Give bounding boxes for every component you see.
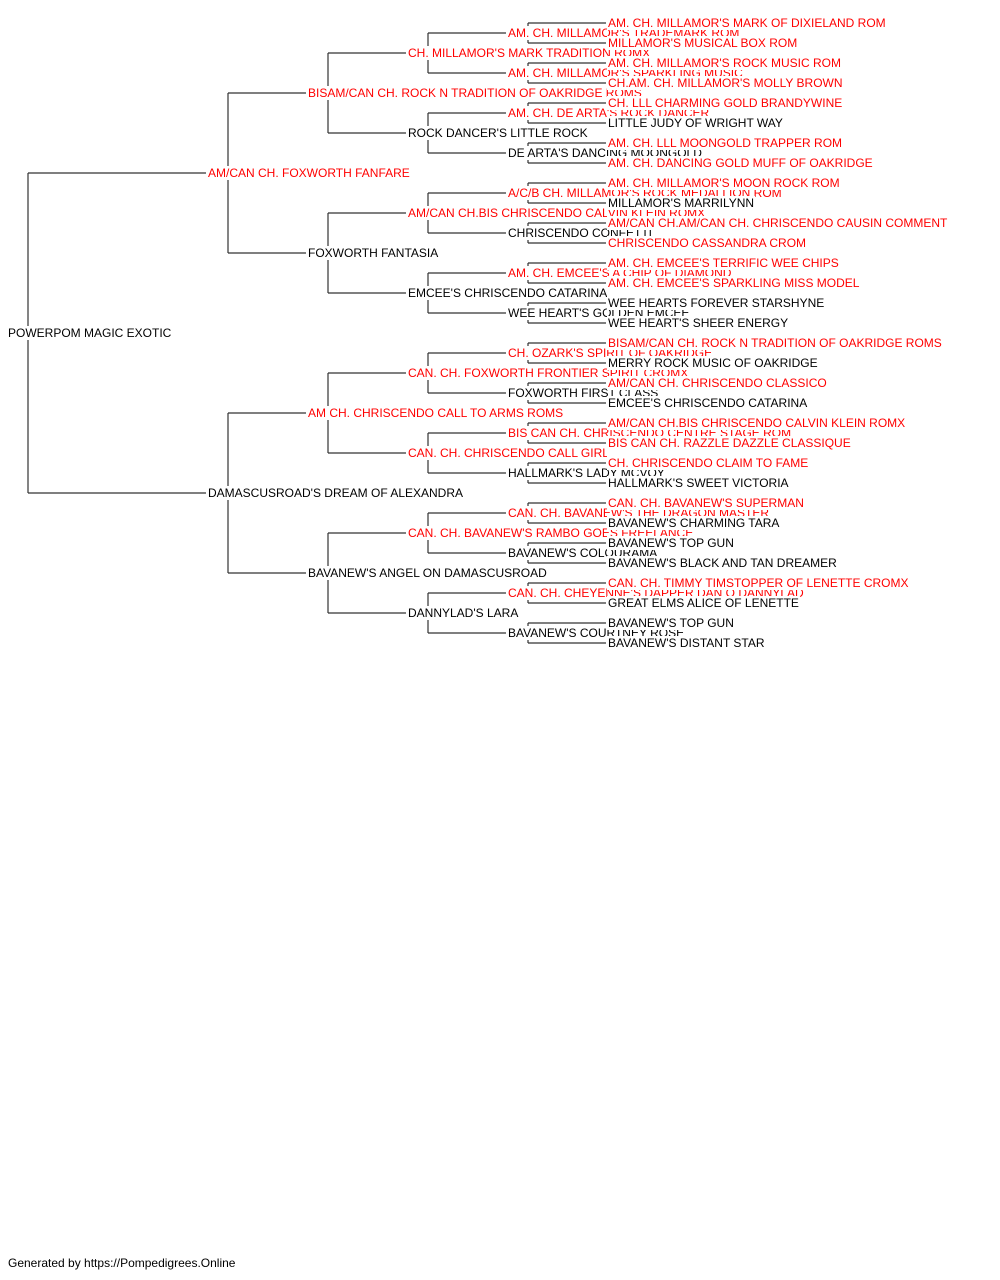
pedigree-name: CHRISCENDO CASSANDRA CROM: [608, 236, 806, 250]
pedigree-name: MILLAMOR'S MARRILYNN: [608, 196, 754, 210]
pedigree-name: WEE HEART'S SHEER ENERGY: [608, 316, 788, 330]
name-background: [607, 36, 799, 50]
name-background: [607, 356, 819, 370]
pedigree-name: AM. CH. EMCEE'S SPARKLING MISS MODEL: [608, 276, 860, 290]
name-background: [607, 376, 828, 390]
pedigree-name: CH. LLL CHARMING GOLD BRANDYWINE: [608, 96, 842, 110]
pedigree-name: POWERPOM MAGIC EXOTIC: [8, 326, 172, 340]
name-background: [607, 56, 842, 70]
name-background: [307, 406, 565, 420]
name-background: [407, 46, 652, 60]
name-background: [607, 496, 805, 510]
pedigree-name: AM/CAN CH. CHRISCENDO CLASSICO: [608, 376, 827, 390]
name-background: [307, 566, 549, 580]
pedigree-name: BAVANEW'S ANGEL ON DAMASCUSROAD: [308, 566, 547, 580]
pedigree-name: BIS CAN CH. RAZZLE DAZZLE CLASSIQUE: [608, 436, 851, 450]
name-background: [607, 316, 790, 330]
name-background: [607, 476, 790, 490]
pedigree-name: HALLMARK'S SWEET VICTORIA: [608, 476, 789, 490]
pedigree-name: BAVANEW'S DISTANT STAR: [608, 636, 765, 650]
pedigree-name: CAN. CH. CHRISCENDO CALL GIRL: [408, 446, 609, 460]
pedigree-name: AM/CAN CH. FOXWORTH FANFARE: [208, 166, 410, 180]
pedigree-name: BAVANEW'S TOP GUN: [608, 536, 734, 550]
name-background: [607, 116, 784, 130]
name-background: [207, 486, 465, 500]
pedigree-name: AM CH. CHRISCENDO CALL TO ARMS ROMS: [308, 406, 563, 420]
name-background: [607, 96, 844, 110]
name-background: [607, 176, 841, 190]
name-background: [607, 156, 874, 170]
name-background: [407, 286, 609, 300]
pedigree-name: EMCEE'S CHRISCENDO CATARINA: [408, 286, 607, 300]
name-background: [207, 166, 411, 180]
pedigree-name: GREAT ELMS ALICE OF LENETTE: [608, 596, 799, 610]
pedigree-name: AM. CH. LLL MOONGOLD TRAPPER ROM: [608, 136, 842, 150]
pedigree-name: DAMASCUSROAD'S DREAM OF ALEXANDRA: [208, 486, 463, 500]
pedigree-name: CH. CHRISCENDO CLAIM TO FAME: [608, 456, 808, 470]
pedigree-name: AM. CH. MILLAMOR'S ROCK MUSIC ROM: [608, 56, 841, 70]
pedigree-name: DANNYLAD'S LARA: [408, 606, 518, 620]
pedigree-name: AM. CH. DANCING GOLD MUFF OF OAKRIDGE: [608, 156, 873, 170]
pedigree-name: BAVANEW'S TOP GUN: [608, 616, 734, 630]
name-background: [607, 456, 810, 470]
name-background: [607, 256, 840, 270]
pedigree-name: AM/CAN CH.BIS CHRISCENDO CALVIN KLEIN RO…: [608, 416, 905, 430]
pedigree-name: BISAM/CAN CH. ROCK N TRADITION OF OAKRID…: [608, 336, 942, 350]
name-background: [607, 636, 766, 650]
name-background: [607, 516, 781, 530]
pedigree-name: WEE HEARTS FOREVER STARSHYNE: [608, 296, 824, 310]
pedigree-name: AM. CH. EMCEE'S TERRIFIC WEE CHIPS: [608, 256, 839, 270]
pedigree-name: EMCEE'S CHRISCENDO CATARINA: [608, 396, 807, 410]
name-background: [607, 336, 943, 350]
pedigree-name: CH.AM. CH. MILLAMOR'S MOLLY BROWN: [608, 76, 843, 90]
pedigree-name: ROCK DANCER'S LITTLE ROCK: [408, 126, 588, 140]
name-background: [607, 536, 735, 550]
pedigree-name: CAN. CH. BAVANEW'S SUPERMAN: [608, 496, 804, 510]
name-background: [607, 236, 808, 250]
name-background: [607, 416, 907, 430]
pedigree-name: CAN. CH. TIMMY TIMSTOPPER OF LENETTE CRO…: [608, 576, 908, 590]
pedigree-name: AM/CAN CH.AM/CAN CH. CHRISCENDO CAUSIN C…: [608, 216, 948, 230]
name-background: [607, 596, 800, 610]
name-background: [607, 296, 826, 310]
name-background: [607, 136, 844, 150]
pedigree-name: AM. CH. MILLAMOR'S MOON ROCK ROM: [608, 176, 840, 190]
pedigree-name: BAVANEW'S BLACK AND TAN DREAMER: [608, 556, 837, 570]
pedigree-name: MILLAMOR'S MUSICAL BOX ROM: [608, 36, 797, 50]
pedigree-name: MERRY ROCK MUSIC OF OAKRIDGE: [608, 356, 818, 370]
generated-by-footer: Generated by https://Pompedigrees.Online: [8, 1256, 236, 1270]
name-background: [607, 76, 844, 90]
pedigree-name: FOXWORTH FANTASIA: [308, 246, 438, 260]
name-background: [407, 446, 611, 460]
name-background: [607, 16, 887, 30]
pedigree-name: AM. CH. MILLAMOR'S MARK OF DIXIELAND ROM: [608, 16, 886, 30]
name-background: [407, 126, 589, 140]
name-background: [307, 246, 440, 260]
name-background: [607, 616, 735, 630]
name-background: [607, 576, 910, 590]
name-background: [607, 196, 756, 210]
name-background: [607, 436, 852, 450]
name-background: [607, 396, 809, 410]
name-background: [607, 556, 839, 570]
pedigree-name: CH. MILLAMOR'S MARK TRADITION ROMX: [408, 46, 650, 60]
pedigree-name: LITTLE JUDY OF WRIGHT WAY: [608, 116, 783, 130]
pedigree-name: BISAM/CAN CH. ROCK N TRADITION OF OAKRID…: [308, 86, 642, 100]
name-background: [7, 326, 173, 340]
name-background: [607, 276, 861, 290]
name-background: [407, 606, 520, 620]
name-background: [607, 216, 950, 230]
name-background: [307, 86, 643, 100]
pedigree-name: BAVANEW'S CHARMING TARA: [608, 516, 779, 530]
